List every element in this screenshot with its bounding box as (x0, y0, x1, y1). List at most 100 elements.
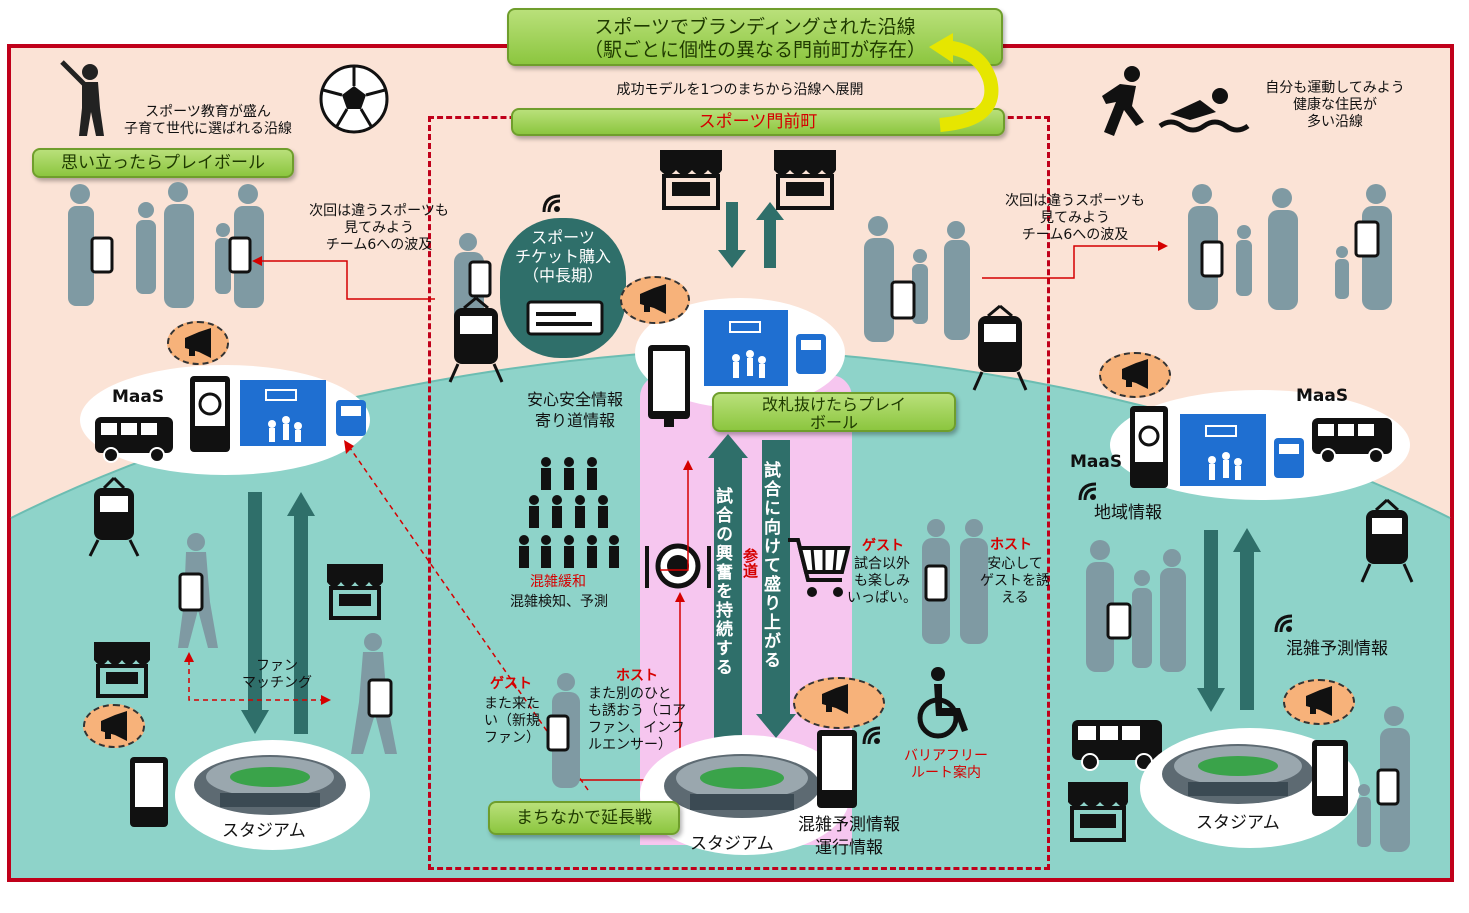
exercise-line1: 自分も運動してみよう (1265, 80, 1405, 96)
congestion-relief-label: 混雑緩和 (530, 574, 586, 590)
safety-line1: 安心安全情報 (526, 390, 623, 409)
congestion-detect-text: 混雑検知、予測 (510, 594, 608, 610)
megaphone-icon (640, 284, 666, 314)
train-icon (88, 476, 140, 557)
exercise-line3: 多い沿線 (1307, 114, 1363, 130)
station-building-icon (704, 310, 826, 386)
family-silhouette-icon (1086, 540, 1186, 672)
family-silhouette-icon (1357, 706, 1410, 852)
branding-banner: スポーツでブランディングされた沿線 （駅ごとに個性の異なる門前町が存在） (507, 8, 1003, 66)
bus-icon (1312, 418, 1392, 464)
person-phone-icon (546, 673, 580, 788)
swimmer-icon (1158, 88, 1250, 133)
stadium-icon (194, 755, 346, 815)
right-maas-label-2: MaaS (1070, 452, 1123, 472)
host-label: ホスト (990, 537, 1032, 553)
shop-icon (1068, 782, 1128, 842)
right-maas-label-1: MaaS (1296, 386, 1349, 406)
left-dashed-diagonal-arrow (344, 440, 589, 791)
megaphone-icon (1122, 359, 1148, 389)
stadium-icon (664, 754, 820, 818)
fan-matching-text: ファン マッチング (232, 658, 322, 692)
forecast-text: 混雑予測情報 運行情報 (784, 814, 914, 860)
fan-matching-dashed-arrows (184, 652, 331, 705)
right-transit-arrows (1197, 528, 1261, 712)
soccer-ball-icon (319, 64, 389, 134)
fan-line2: マッチング (242, 675, 312, 691)
host-line1: 安心して (987, 556, 1043, 572)
education-text: スポーツ教育が盛ん 子育て世代に選ばれる沿線 (110, 104, 306, 138)
host2-label: ホスト (616, 668, 658, 684)
host-text: 安心して ゲストを誘 える (975, 556, 1055, 607)
forecast-line1: 混雑予測情報 (798, 815, 900, 835)
safety-info-text: 安心安全情報 寄り道情報 (520, 389, 630, 431)
family-silhouette-icon (1188, 184, 1392, 310)
sando-arrows (708, 434, 796, 738)
host2-text: また別のひと も誘おう（コア ファン、インフ ルエンサー） (588, 686, 692, 754)
megaphone-icon (185, 328, 211, 358)
family-silhouette-icon (864, 216, 970, 342)
local-info-label: 地域情報 (1094, 503, 1162, 523)
runner-icon (1102, 66, 1144, 136)
host2-line3: ファン、インフ (588, 720, 685, 736)
right-next-line2: 見てみよう (1040, 210, 1110, 226)
right-red-arrow-icon (982, 241, 1168, 279)
host-line3: える (1001, 590, 1029, 606)
ticket-line3: （中長期） (522, 266, 603, 285)
train-icon (972, 304, 1028, 391)
ticket-line1: スポーツ (531, 228, 595, 247)
left-red-arrow-icon (252, 256, 435, 300)
bus-icon (1072, 720, 1162, 771)
train-icon (448, 296, 504, 383)
host2-line1: また別のひと (588, 686, 672, 702)
expand-text: 成功モデルを1つのまちから沿線へ展開 (616, 82, 864, 98)
shop-icon (94, 642, 150, 698)
guest-line1: 試合以外 (854, 556, 910, 572)
arrow-down-text: 試合に向けて盛り上がる (760, 460, 780, 670)
right-next-text: 次回は違うスポーツも 見てみよう チーム6への波及 (980, 193, 1170, 244)
shop-icon (660, 150, 722, 210)
left-next-line2: 見てみよう (344, 220, 414, 236)
signage-kiosk-icon (1130, 406, 1168, 488)
signage-kiosk-icon (648, 345, 690, 427)
center-stadium-label: スタジアム (690, 834, 774, 854)
guest2-label: ゲスト (490, 676, 532, 692)
wifi-signal-icon (1274, 614, 1293, 633)
ticket-text: スポーツ チケット購入 （中長期） (505, 228, 621, 285)
megaphone-icon (101, 711, 127, 741)
signage-kiosk-icon (817, 730, 857, 808)
center-speaker-bubble (620, 276, 690, 324)
arrow-up-text: 試合の興奮を持続する (712, 487, 732, 677)
guest2-line2: い（新規 (484, 713, 540, 729)
gate-line1: 改札抜けたらプレイ (761, 395, 906, 414)
branding-line2: （駅ごとに個性の異なる門前町が存在） (583, 39, 926, 61)
playball-label: 思い立ったらプレイボール (32, 148, 294, 178)
right-forecast-label: 混雑予測情報 (1286, 639, 1388, 659)
safety-line2: 寄り道情報 (534, 411, 615, 430)
running-person-icon (351, 633, 397, 754)
gate-line2: ボール (809, 413, 858, 432)
signage-kiosk-icon (190, 376, 230, 452)
sando-label: 参道 (741, 548, 759, 578)
megaphone-icon (1306, 686, 1332, 716)
extension-label: まちなかで延長戦 (488, 801, 680, 835)
couple-silhouette-icon (922, 519, 988, 644)
barrier-line1: バリアフリー (904, 748, 988, 764)
ticket-icon (526, 300, 604, 336)
wifi-signal-icon (542, 194, 561, 213)
baseball-batter-icon (60, 60, 104, 136)
forecast-line2: 運行情報 (815, 838, 883, 858)
wheelchair-icon (917, 667, 968, 739)
family-silhouette-icon (68, 182, 264, 308)
fan-line1: ファン (256, 658, 298, 674)
yellow-curved-arrow-icon (929, 33, 999, 132)
right-next-line1: 次回は違うスポーツも (1005, 193, 1145, 209)
monzen-label: スポーツ門前町 (511, 108, 1005, 136)
education-line2: 子育て世代に選ばれる沿線 (124, 121, 292, 137)
shopping-cart-icon (788, 538, 851, 597)
guest2-text: また来た い（新規 ファン） (472, 696, 552, 747)
signage-kiosk-icon (130, 757, 168, 827)
stadium-icon (1162, 744, 1314, 804)
megaphone-icon (822, 684, 848, 714)
right-next-line3: チーム6への波及 (1021, 227, 1129, 243)
